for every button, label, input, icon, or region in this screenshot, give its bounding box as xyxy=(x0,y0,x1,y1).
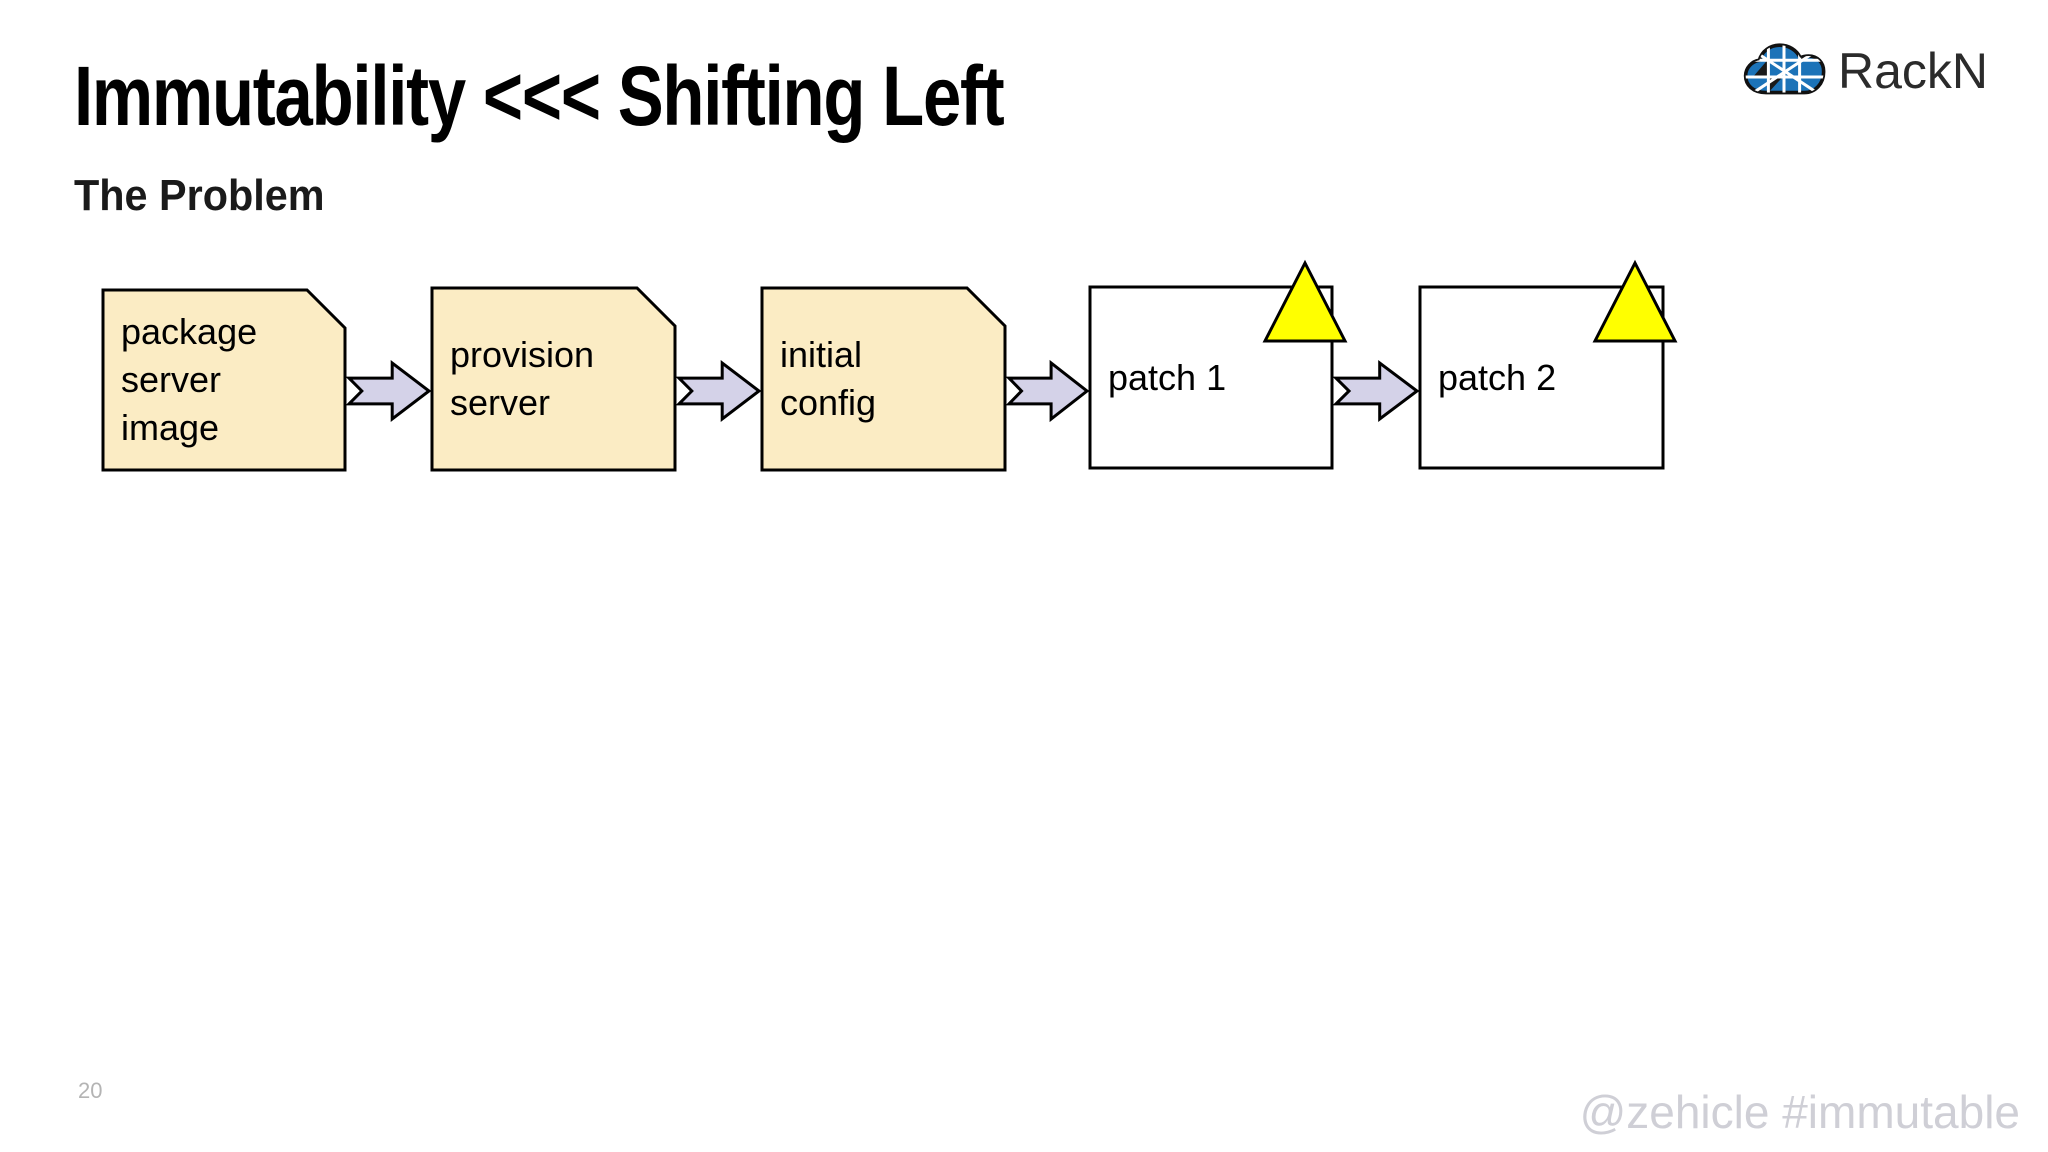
node-label-provision-server: provision server xyxy=(450,334,595,423)
arrow-arrow-1 xyxy=(345,359,432,423)
arrow-arrow-3 xyxy=(1005,359,1090,423)
warning-triangle-icon-warning-patch-2 xyxy=(1592,259,1678,343)
rackn-logo: RackN xyxy=(1742,38,2010,104)
warning-triangle-icon-warning-patch-1 xyxy=(1262,259,1348,343)
node-label-patch-2: patch 2 xyxy=(1438,356,1557,398)
page-number: 20 xyxy=(78,1078,103,1103)
node-label-package-server-image: package server image xyxy=(121,311,258,448)
node-label-patch-1: patch 1 xyxy=(1108,356,1227,398)
rackn-wordmark: RackN xyxy=(1838,43,1989,99)
rackn-cloud-logo-icon xyxy=(1743,43,1826,95)
page-title: Immutability <<< Shifting Left xyxy=(74,49,1005,143)
arrow-arrow-4 xyxy=(1332,359,1420,423)
node-label-initial-config: initial config xyxy=(780,334,877,423)
page-subtitle: The Problem xyxy=(74,171,325,220)
watermark-handle: @zehicle #immutable xyxy=(1579,1086,2020,1138)
arrow-arrow-2 xyxy=(675,359,762,423)
